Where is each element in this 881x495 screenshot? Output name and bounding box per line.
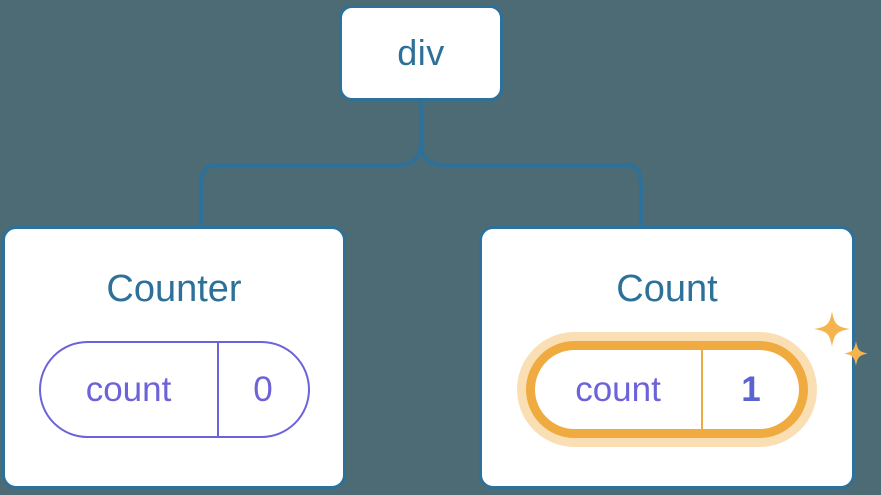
sparkle-small-icon [844, 341, 868, 366]
state-key-count: count [535, 350, 703, 429]
sparkle-group [814, 311, 868, 366]
sparkle-large-icon [814, 311, 850, 347]
tree-node-counter[interactable]: Counter count 0 [2, 226, 346, 489]
state-pill-wrap-counter: count 0 [38, 341, 310, 438]
tree-node-count[interactable]: Count count 1 [479, 226, 868, 489]
state-value-count: 1 [741, 370, 761, 409]
state-pill-counter[interactable]: count 0 [38, 341, 310, 438]
state-pill-count[interactable]: count 1 [526, 341, 808, 438]
state-pill-wrap-count: count 1 [526, 311, 868, 438]
state-value-counter: 0 [253, 370, 273, 409]
root-node-label: div [397, 32, 445, 73]
node-title-count: Count [616, 268, 718, 310]
tree-node-root[interactable]: div [339, 5, 503, 101]
node-title-counter: Counter [106, 268, 242, 310]
state-key-counter: count [41, 343, 219, 436]
